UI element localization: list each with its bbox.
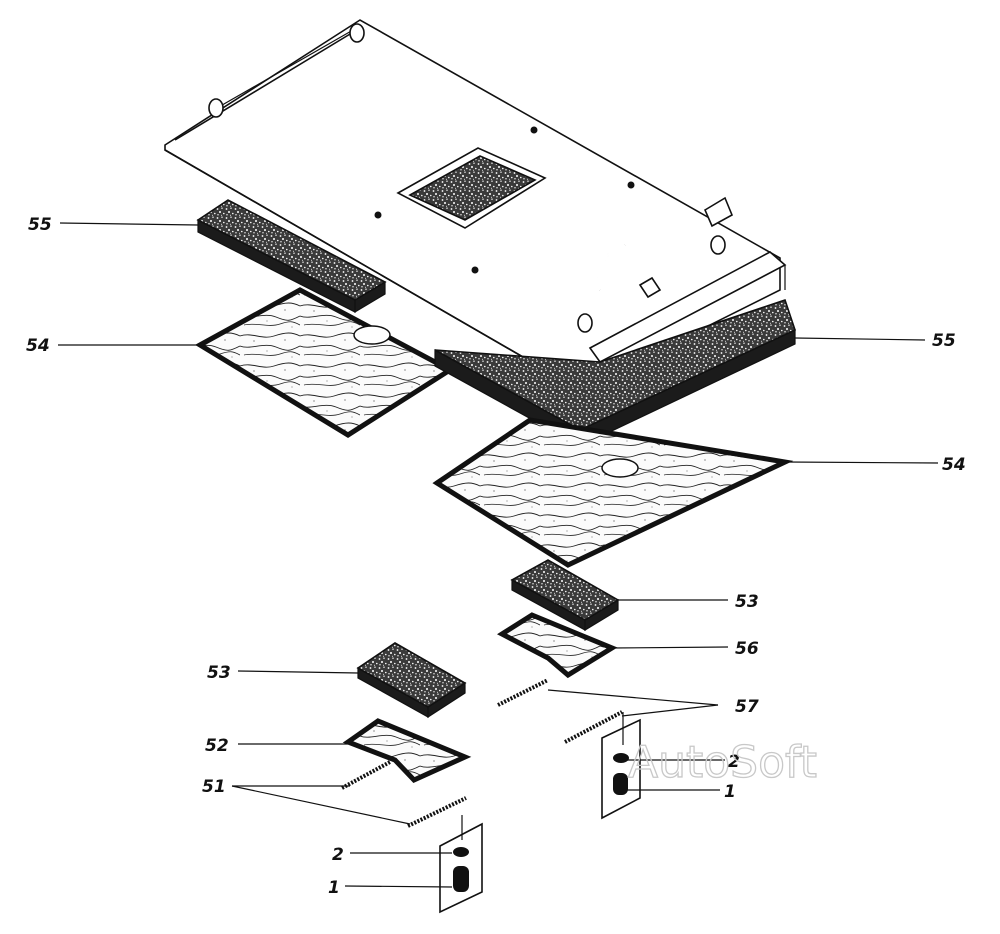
roof-cover-panel	[164, 19, 787, 398]
watermark: AutoSoft	[628, 737, 817, 788]
callout-51: 51	[202, 777, 226, 797]
felt-pad-55-left	[196, 199, 387, 314]
callout-52: 52	[205, 736, 229, 756]
callout-54-right: 54	[942, 455, 966, 475]
callout-57: 57	[735, 697, 759, 717]
callout-2-right: 2	[728, 752, 740, 772]
fastener-plate-right	[601, 712, 641, 820]
callout-56: 56	[735, 639, 759, 659]
insulation-board-54-left	[195, 287, 455, 438]
strip-51-upper	[341, 760, 391, 790]
callout-1-right: 1	[724, 782, 736, 802]
board-52	[342, 718, 472, 784]
felt-block-53-right	[510, 559, 620, 632]
callout-1-left: 1	[328, 878, 340, 898]
callout-2-left: 2	[332, 845, 344, 865]
insulation-board-54-right	[432, 417, 794, 568]
callout-53-right: 53	[735, 592, 759, 612]
leader-lines	[58, 222, 939, 888]
callout-54-left: 54	[26, 336, 50, 356]
fastener-plate-left	[439, 815, 483, 914]
callout-55-right: 55	[932, 331, 956, 351]
callout-55-left: 55	[28, 215, 52, 235]
board-56	[496, 612, 618, 679]
strip-57-lower	[564, 710, 623, 744]
callout-53-left: 53	[207, 663, 231, 683]
felt-block-53-left	[356, 642, 467, 719]
strip-51-lower	[407, 796, 467, 828]
strip-57-upper	[497, 678, 549, 707]
